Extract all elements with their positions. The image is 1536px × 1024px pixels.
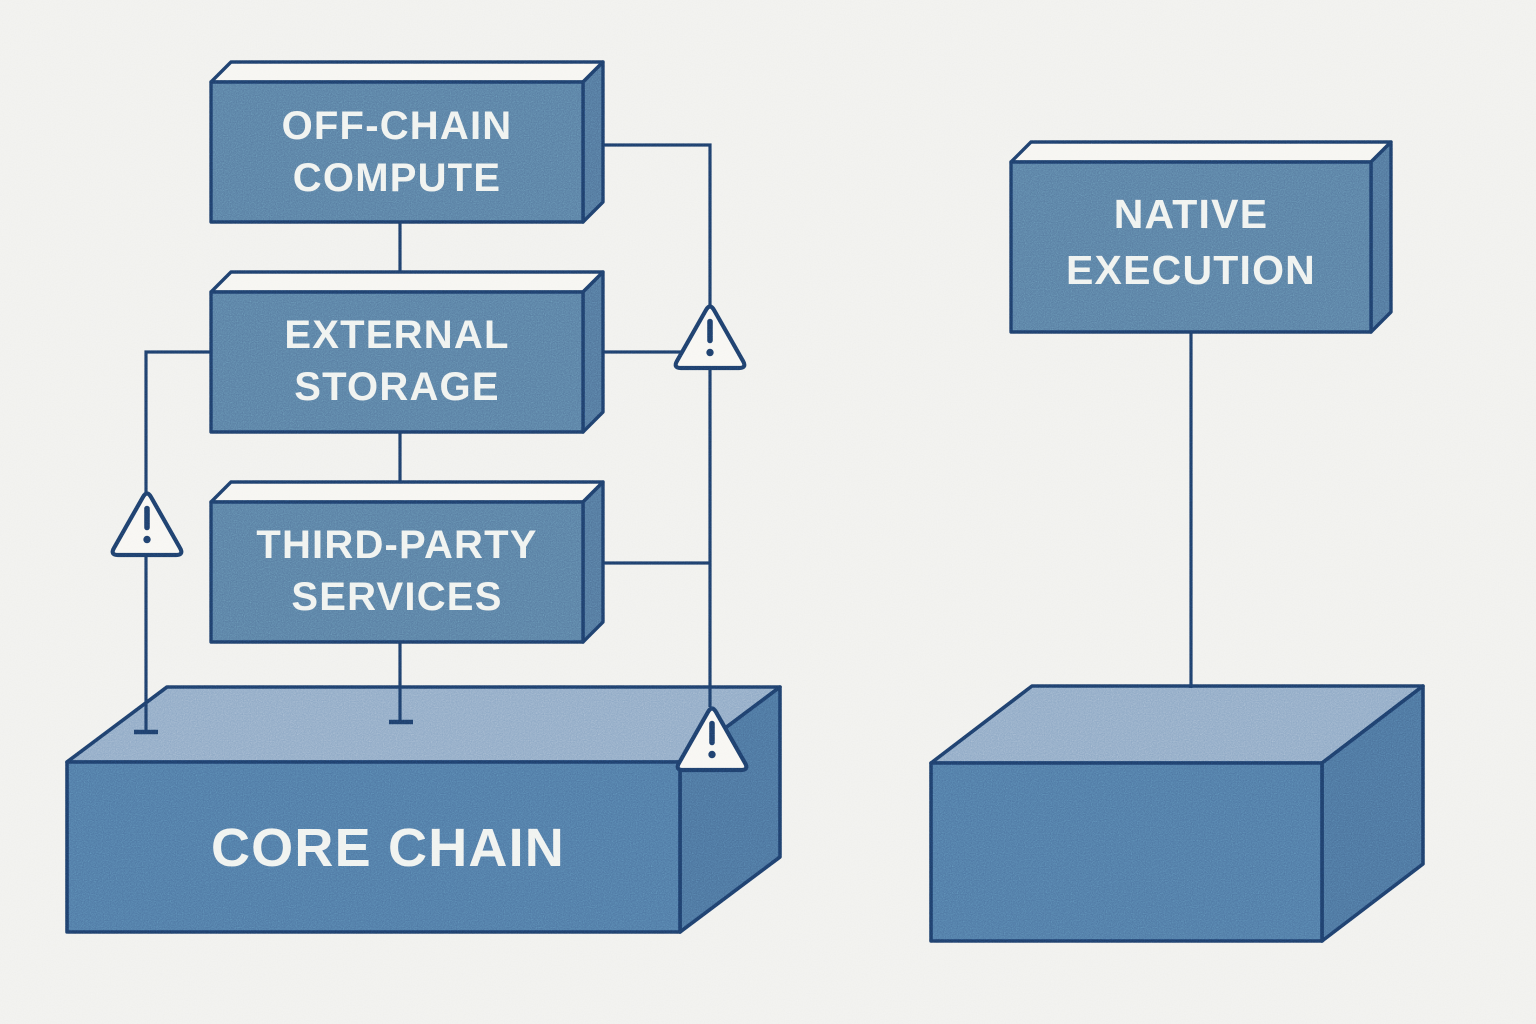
module-side-face: [581, 270, 605, 434]
core-chain-top-face: [65, 685, 782, 764]
module-top-face: [209, 480, 605, 504]
module-front-face: [209, 80, 585, 224]
native-base-box: [929, 684, 1425, 943]
module-side-face: [581, 60, 605, 224]
core-chain-base-box: [65, 685, 782, 934]
module-top-face: [209, 60, 605, 84]
module-side-face: [581, 480, 605, 644]
module-label-third-party-line2: SERVICES: [291, 575, 502, 619]
module-side-face: [1369, 140, 1393, 334]
module-label-external-line2: STORAGE: [294, 365, 499, 409]
module-label-native-line2: EXECUTION: [1066, 247, 1316, 293]
native-base-front-face: [929, 761, 1324, 943]
module-label-native-line1: NATIVE: [1114, 191, 1269, 237]
module-label-off-chain-line2: COMPUTE: [293, 156, 501, 200]
module-top-face: [1009, 140, 1393, 164]
module-top-face: [209, 270, 605, 294]
module-label-off-chain-line1: OFF-CHAIN: [282, 104, 513, 148]
module-label-external-line1: EXTERNAL: [284, 313, 509, 357]
module-label-third-party-line1: THIRD-PARTY: [256, 523, 537, 567]
base-label-core-chain: CORE CHAIN: [211, 818, 565, 878]
module-box-native-execution: [1009, 140, 1393, 334]
